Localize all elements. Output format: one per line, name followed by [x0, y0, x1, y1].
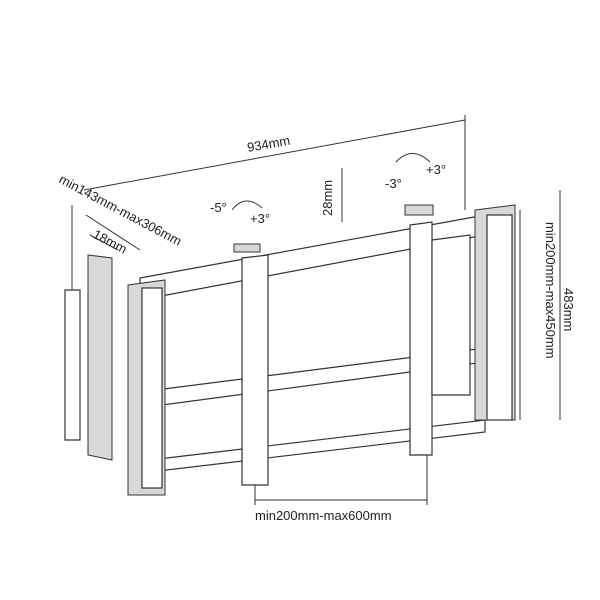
height-adjust-label: 28mm — [320, 180, 335, 216]
width-label: 934mm — [246, 133, 291, 155]
right-tilt-minus-label: -3° — [385, 176, 402, 191]
height-label: 483mm — [561, 288, 576, 331]
horizontal-vesa-label: min200mm-max600mm — [255, 508, 392, 523]
vertical-vesa-label: min200mm-max450mm — [543, 222, 558, 359]
dimension-lines — [71, 115, 561, 505]
mount-frame — [64, 204, 516, 496]
left-tilt-minus-label: -5° — [210, 200, 227, 215]
left-tilt-plus-label: +3° — [250, 211, 270, 226]
right-tilt-plus-label: +3° — [426, 162, 446, 177]
